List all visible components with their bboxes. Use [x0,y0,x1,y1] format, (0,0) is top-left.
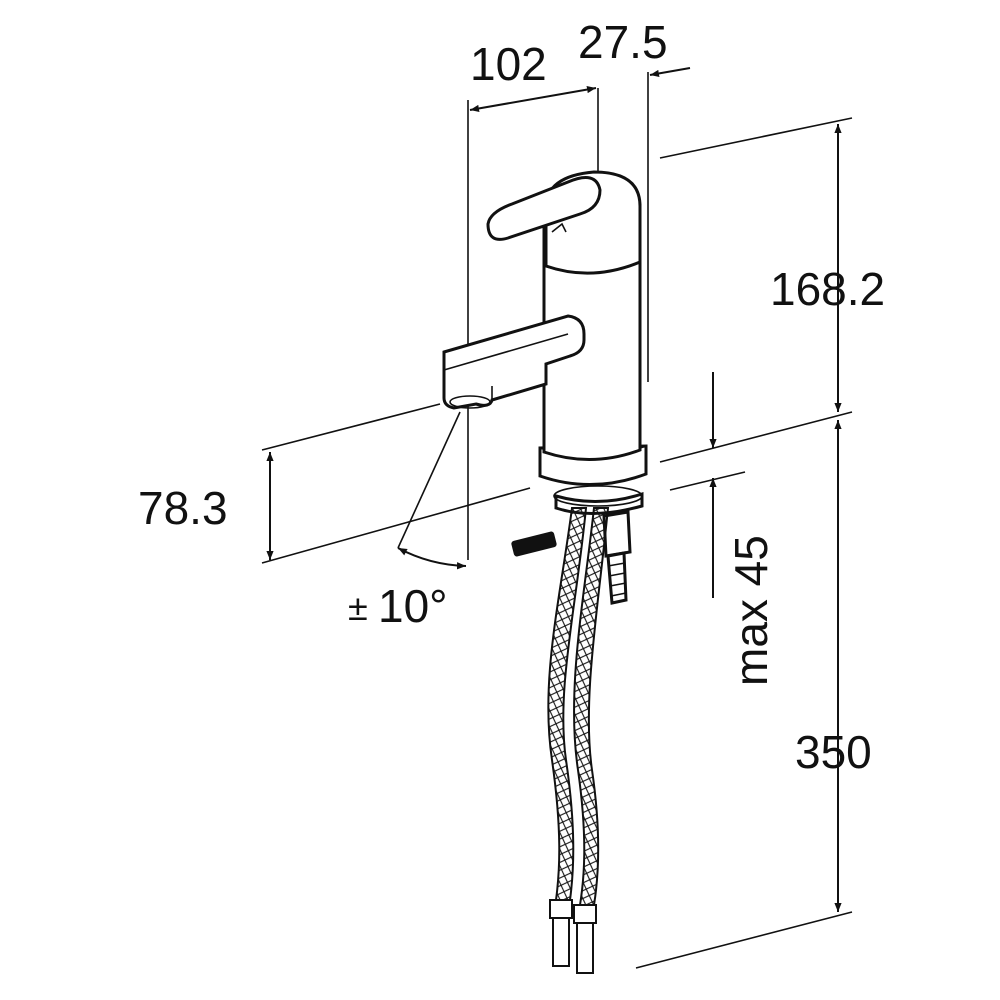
lever-handle [486,176,602,241]
extension-line-spout-outlet [261,403,441,451]
mounting-lever-handle [511,531,557,557]
hose-pipe-end-left [552,917,570,967]
spout-aerator [449,395,491,409]
swivel-angle-line [397,411,461,549]
flexible-hose-right [573,507,610,974]
dimension-faucet-height: 168.2 [659,117,885,463]
dimension-swivel-angle: ± 10° [348,411,467,632]
dimension-top-offset: 27.5 [578,16,691,382]
extension-line-deck-bottom [669,471,746,491]
faucet-body [442,170,648,487]
extension-line-deck-left [261,487,531,564]
dimension-deck-thickness: max 45 [669,372,777,686]
lever-detail [551,222,567,233]
extension-line-hose-end [635,911,853,969]
extension-line-deck [659,411,853,463]
dimension-hose-length: 350 [635,420,872,969]
hose-fitting-right [573,904,597,924]
dimension-line-102 [469,86,597,112]
dimension-spout-height: 78.3 [138,403,531,564]
label-hose-length: 350 [795,726,872,778]
label-swivel-sign: ± [348,587,368,628]
label-faucet-height: 168.2 [770,263,885,315]
dimension-spout-reach: 102 [467,38,599,560]
mounting-hardware [511,485,644,605]
dimension-line-27-5 [649,67,691,77]
label-top-offset: 27.5 [578,16,668,68]
label-spout-height: 78.3 [138,482,228,534]
label-spout-reach: 102 [470,38,547,90]
label-max-deck-thickness: max 45 [725,535,777,686]
hose-fitting-left [549,899,573,919]
spout-edge [443,333,569,371]
swivel-angle-arc [397,547,467,570]
hose-pipe-end-right [576,922,594,974]
stud-threads [607,562,627,597]
flexible-hose-left [547,507,588,967]
mounting-plate-top [553,485,643,507]
extension-line-top [659,117,853,159]
label-swivel-angle: 10° [378,580,448,632]
